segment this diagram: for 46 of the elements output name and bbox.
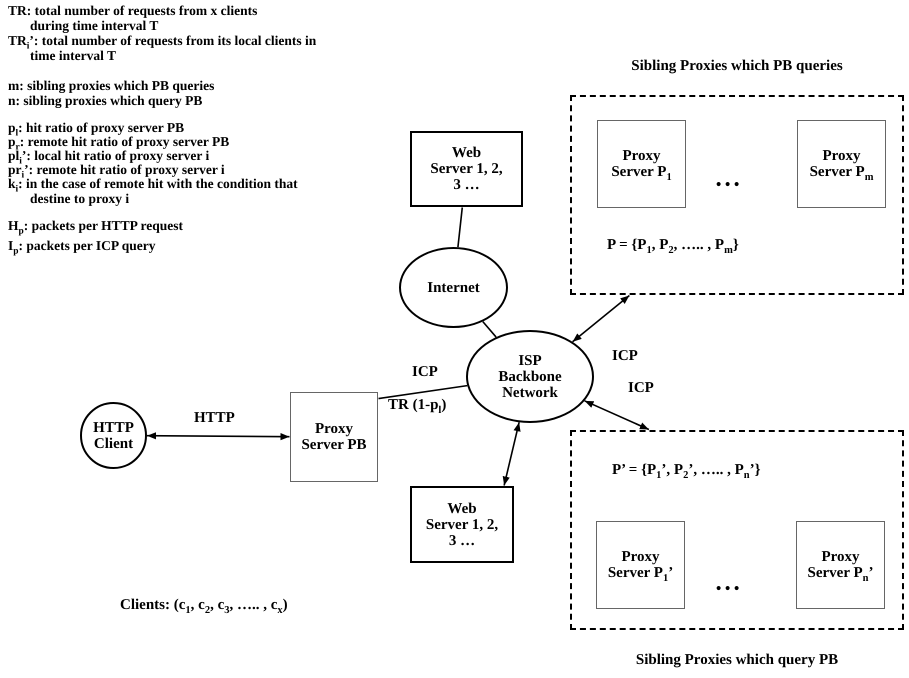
group-heading: Sibling Proxies which query PB — [634, 652, 840, 668]
arrow — [147, 432, 290, 440]
node-label: HTTP Client — [92, 420, 135, 452]
arrow — [572, 294, 630, 342]
node-label: Proxy Server P$_{m}$ — [808, 148, 874, 180]
definition-text: TR: total number of requests from x clients during time interval T — [8, 4, 258, 33]
web-server-box — [410, 486, 514, 563]
definition-text: pr$_{i}$’: remote hit ratio of proxy server i — [8, 163, 225, 178]
definition-text: TR$_{i}$’: total number of requests from its local clients in time interval T — [8, 34, 318, 63]
node-label: Proxy Server P$_{1}$’ — [606, 549, 674, 581]
connector-line — [457, 207, 464, 248]
ellipsis-dots: • • • — [716, 582, 740, 596]
arrow — [584, 400, 650, 430]
clients-label: Clients: (c$_{1}$, c$_{2}$, c$_{3}$, ….. , c$_{x}$) — [120, 598, 288, 612]
set-formula: P = {P$_{1}$, P$_{2}$, ….. , P$_{m}$} — [607, 237, 739, 253]
definition-text: m: sibling proxies which PB queries — [8, 79, 214, 94]
network-ellipse — [80, 402, 147, 469]
proxy-server-box — [290, 392, 378, 482]
node-label: ISP Backbone Network — [497, 352, 563, 400]
network-ellipse — [399, 247, 508, 328]
ellipsis-dots: • • • — [716, 178, 740, 192]
definition-text: n: sibling proxies which query PB — [8, 94, 202, 108]
node-label: Proxy Server P$_{1}$ — [610, 148, 673, 180]
node-label: Web Server 1, 2, 3 … — [430, 145, 504, 193]
definition-text: H$_{p}$: packets per HTTP request — [8, 219, 184, 234]
definition-text: I$_{p}$: packets per ICP query — [8, 239, 156, 254]
node-label: Proxy Server P$_{n}$’ — [806, 549, 874, 581]
set-formula: P’ = {P$_{1}$’, P$_{2}$’, ….. , P$_{n}$’} — [612, 462, 761, 478]
definition-text: p$_{r}$: remote hit ratio of proxy server PB — [8, 135, 230, 150]
proxy-server-box — [596, 521, 685, 609]
node-label: Proxy Server PB — [300, 421, 368, 453]
proxy-server-box — [597, 120, 686, 208]
proxy-server-box — [796, 521, 885, 609]
definition-text: k$_{i}$: in the case of remote hit with the condition that destine to proxy i — [8, 177, 299, 206]
proxy-server-box — [797, 120, 886, 208]
network-ellipse — [466, 330, 594, 423]
arrow — [502, 422, 521, 486]
connector-line — [378, 384, 468, 400]
web-server-box — [410, 131, 523, 207]
definition-text: pl$_{i}$’: local hit ratio of proxy server i — [8, 149, 210, 164]
connector-line — [482, 321, 497, 338]
node-label: Internet — [427, 280, 480, 296]
definition-text: p$_{l}$: hit ratio of proxy server PB — [8, 121, 184, 136]
flow-label: TR (1-p$_{l}$) — [388, 398, 446, 412]
group-heading: Sibling Proxies which PB queries — [630, 58, 844, 74]
node-label: Web Server 1, 2, 3 … — [425, 500, 499, 548]
